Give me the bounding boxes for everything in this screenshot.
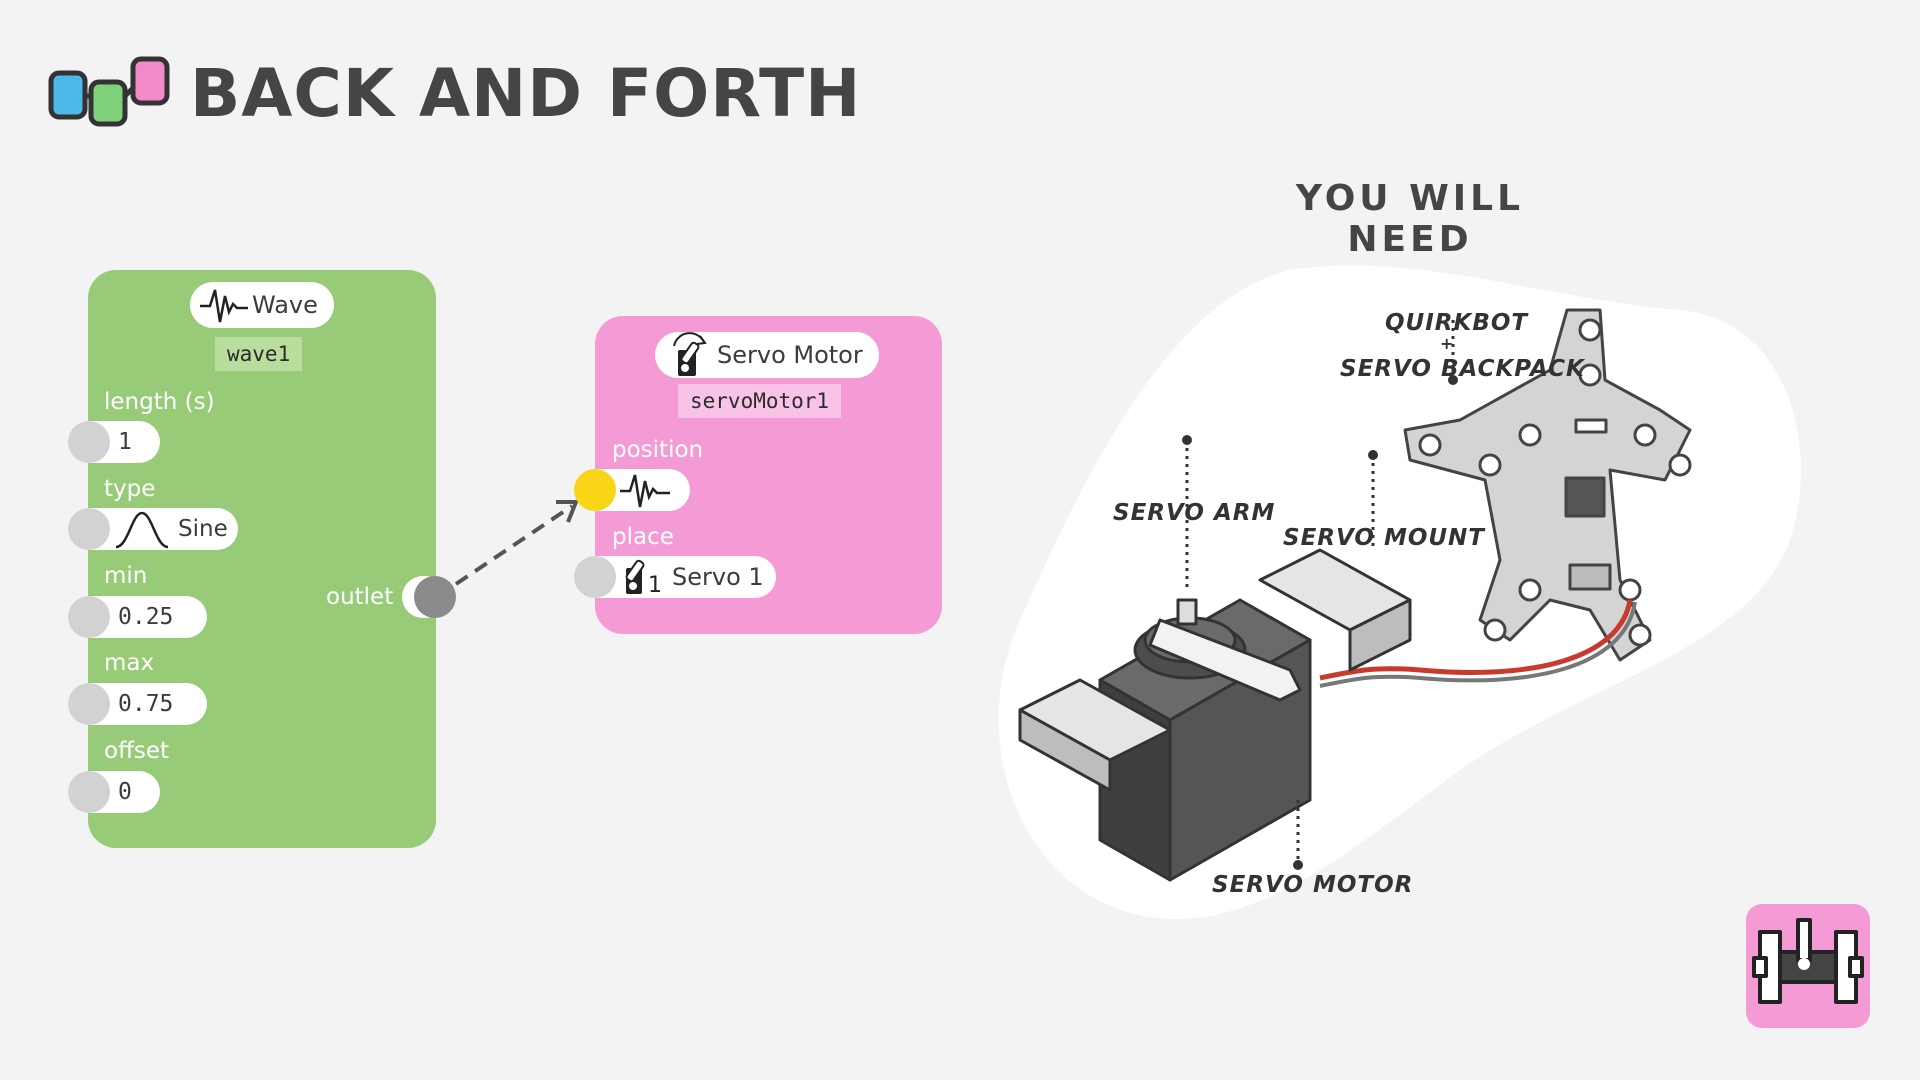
servo-motor-icon <box>661 332 717 378</box>
wave-length-label: length (s) <box>104 389 215 415</box>
servo-place-value: Servo 1 <box>672 563 764 591</box>
servo-arm-label: SERVO ARM <box>1113 500 1276 526</box>
wave-max-port[interactable] <box>68 683 110 725</box>
servo-position-port[interactable] <box>574 469 616 511</box>
servo-mount-label: SERVO MOUNT <box>1283 525 1485 551</box>
wave-min-label: min <box>104 563 148 589</box>
wave-icon <box>618 469 674 511</box>
wave-offset-label: offset <box>104 738 170 764</box>
wave-type-port[interactable] <box>68 508 110 550</box>
wave-max-label: max <box>104 650 155 676</box>
wave-outlet-port[interactable] <box>414 576 456 618</box>
wave-block-title: Wave <box>252 291 318 319</box>
wave-icon <box>196 282 252 328</box>
servo-place-label: place <box>612 524 674 550</box>
parts-illustration <box>998 265 1801 920</box>
wave-block-header[interactable]: Wave <box>190 282 334 328</box>
servo-kit-icon <box>1752 918 1864 1004</box>
quirkbot-label: QUIRKBOT <box>1385 310 1529 336</box>
servo-block-header[interactable]: Servo Motor <box>655 332 879 378</box>
corner-badge <box>1746 904 1870 1028</box>
wave-length-port[interactable] <box>68 421 110 463</box>
servo-motor <box>1018 548 1412 882</box>
servo-block-title: Servo Motor <box>717 341 863 369</box>
quirkbot-plus-label: + <box>1440 334 1455 353</box>
servo-backpack-label: SERVO BACKPACK <box>1340 356 1585 382</box>
wave-min-port[interactable] <box>68 596 110 638</box>
wave-block-id: wave1 <box>215 337 303 371</box>
connection-wire[interactable] <box>440 480 600 600</box>
sine-curve-icon <box>114 509 170 549</box>
servo-motor-label: SERVO MOTOR <box>1212 872 1414 898</box>
wave-offset-port[interactable] <box>68 771 110 813</box>
servo-block-id: servoMotor1 <box>678 384 842 418</box>
wave-outlet-label: outlet <box>326 584 394 610</box>
wave-type-label: type <box>104 476 156 502</box>
wave-type-value: Sine <box>178 516 228 542</box>
servo-position-label: position <box>612 437 704 463</box>
svg-text:1: 1 <box>648 573 662 598</box>
logo-icon <box>48 56 170 127</box>
servo-place-port[interactable] <box>574 556 616 598</box>
you-will-need-title: YOU WILL NEED <box>1295 178 1525 260</box>
servo-place-icon: 1 <box>622 556 662 598</box>
quirkbot-board <box>1403 308 1692 662</box>
page-title: BACK AND FORTH <box>190 55 862 132</box>
